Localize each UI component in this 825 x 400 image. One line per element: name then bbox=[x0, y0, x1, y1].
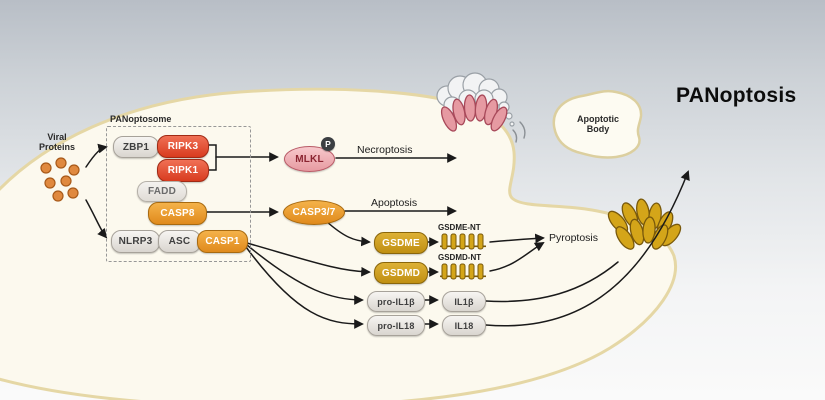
pyroptosis-pore bbox=[607, 198, 682, 250]
arrow-viral-to-nlrp3 bbox=[85, 199, 108, 239]
apoptosis-label: Apoptosis bbox=[371, 197, 418, 209]
node-fadd: FADD bbox=[137, 181, 187, 202]
arrow-casp1-to-proil1b bbox=[246, 244, 364, 305]
virus-particles bbox=[40, 157, 80, 202]
arrow-viral-to-zbp1 bbox=[85, 143, 108, 168]
page-title: PANoptosis bbox=[676, 84, 797, 107]
apoptotic-body-label: Apoptotic Body bbox=[577, 114, 619, 135]
node-casp1: CASP1 bbox=[197, 230, 248, 253]
gsdmd-nt-label: GSDMD-NT bbox=[438, 253, 482, 262]
node-ripk1: RIPK1 bbox=[157, 159, 209, 182]
arrow-casp1-to-gsdmd bbox=[246, 242, 371, 277]
release-marks bbox=[512, 121, 526, 143]
pyroptosis-label: Pyroptosis bbox=[549, 232, 599, 244]
arrow-casp37-to-gsdme bbox=[325, 220, 371, 247]
necroptosis-pore bbox=[440, 94, 508, 132]
node-zbp1: ZBP1 bbox=[113, 136, 159, 158]
node-pro-il1b: pro-IL1β bbox=[367, 291, 425, 312]
arrow-il-secretion-exit bbox=[485, 170, 690, 327]
node-asc: ASC bbox=[158, 230, 201, 253]
necroptosis-label: Necroptosis bbox=[357, 144, 413, 156]
node-nlrp3: NLRP3 bbox=[111, 230, 160, 253]
arrow-casp1-to-proil18 bbox=[245, 246, 364, 329]
node-gsdme: GSDME bbox=[374, 232, 428, 254]
node-gsdmd: GSDMD bbox=[374, 262, 428, 284]
apoptotic-body-shape bbox=[552, 89, 643, 159]
gsdme-nt-icon bbox=[440, 233, 486, 250]
node-il1b: IL1β bbox=[442, 291, 486, 312]
node-casp37: CASP3/7 bbox=[283, 200, 345, 225]
gsdmd-nt-icon bbox=[440, 263, 486, 280]
node-ripk3: RIPK3 bbox=[157, 135, 209, 158]
phospho-badge: P bbox=[321, 137, 335, 151]
arrow-gsdmdnt-pyroptosis bbox=[489, 241, 545, 272]
node-pro-il18: pro-IL18 bbox=[367, 315, 425, 336]
arrow-gsdment-pyroptosis bbox=[489, 233, 545, 244]
gsdme-nt-label: GSDME-NT bbox=[438, 223, 481, 232]
node-casp8: CASP8 bbox=[148, 202, 207, 225]
node-il18: IL18 bbox=[442, 315, 486, 336]
panoptosome-box bbox=[106, 126, 251, 262]
panoptosome-label: PANoptosome bbox=[110, 114, 172, 124]
curve-il1b-secretion bbox=[485, 261, 619, 303]
viral-proteins-label: Viral Proteins bbox=[38, 132, 75, 153]
